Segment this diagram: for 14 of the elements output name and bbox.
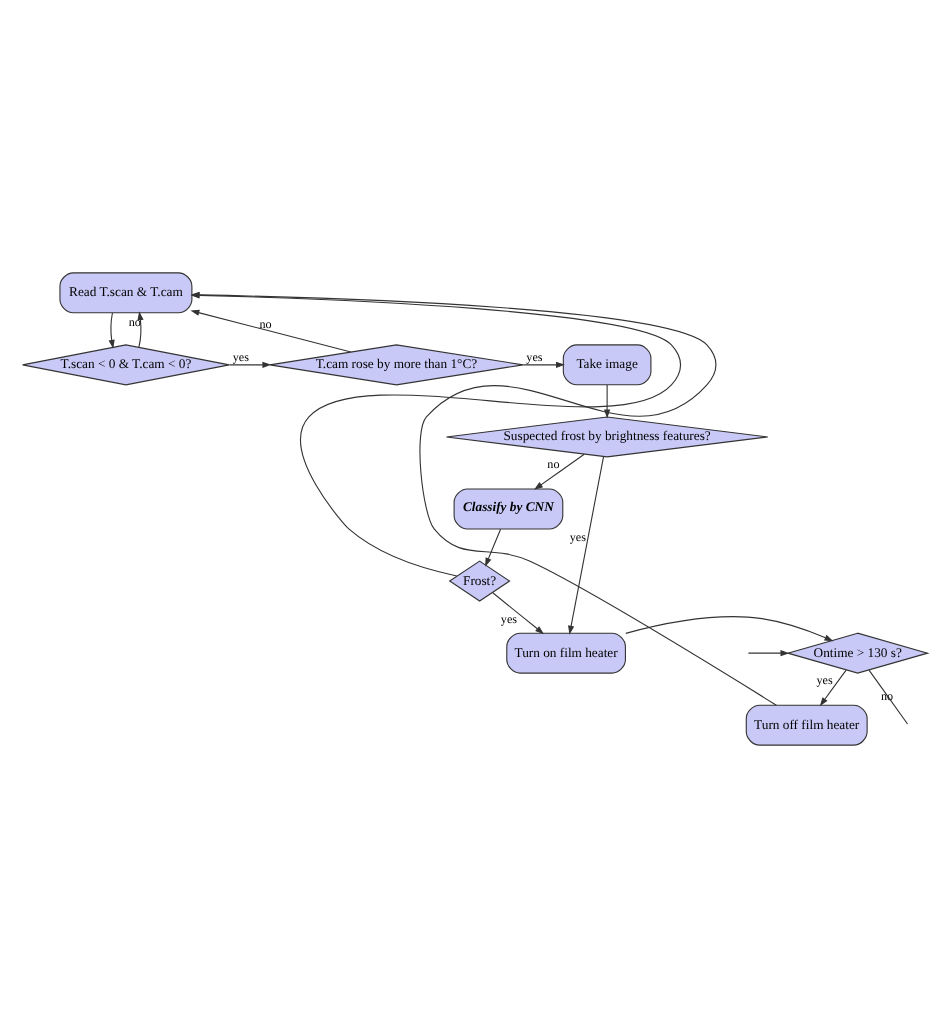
arrow bbox=[107, 311, 114, 348]
arrow bbox=[818, 668, 846, 706]
arrow bbox=[603, 383, 610, 418]
arrow bbox=[567, 455, 604, 634]
arrow bbox=[136, 310, 143, 347]
arrow bbox=[491, 591, 544, 634]
arrow bbox=[746, 649, 789, 656]
arrow bbox=[533, 452, 584, 489]
connector bbox=[867, 668, 908, 724]
arrow bbox=[521, 360, 564, 367]
arrow bbox=[484, 527, 501, 566]
arrow bbox=[227, 360, 271, 367]
arrow bbox=[189, 308, 351, 352]
arrow bbox=[624, 615, 833, 641]
